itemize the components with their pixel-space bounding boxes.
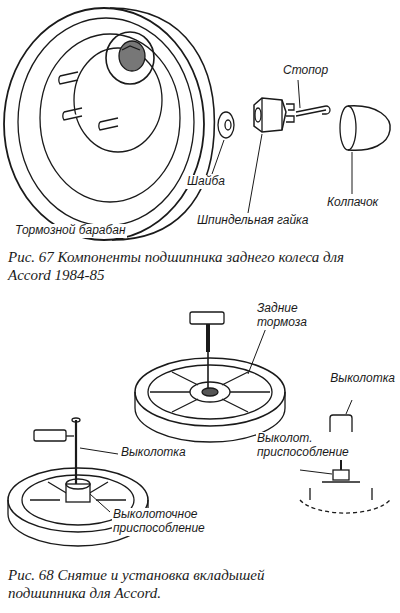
leader-line [212,80,352,213]
figure-caption: Рис. 67 Компоненты подшипника заднего ко… [8,248,348,284]
brake-drum [135,358,285,442]
drift-tool-inset [300,415,390,513]
part-label: Шайба [186,175,226,189]
hammer-drift [190,312,224,388]
spindle-nut [254,98,294,132]
hammer-drift [34,418,80,484]
part-label: Выколот. приспособление [256,432,354,460]
part-label: Стопор [282,64,329,78]
part-label: Тормозной барабан [14,224,127,238]
part-label: Выколотка [329,372,396,386]
part-label: Выколоточное приспособление [112,508,224,536]
washer [218,112,234,138]
part-label: Колпачок [326,196,379,210]
brake-drum [4,8,214,240]
part-label: Выколотка [120,446,187,460]
part-label: Задние тормоза [256,302,328,330]
cotter-pin [296,106,330,116]
wheel-stud [59,72,118,130]
grease-cap [340,106,390,150]
figure-caption: Рис. 68 Снятие и установка вкладышей под… [8,566,338,602]
part-label: Шпиндельная гайка [196,214,309,228]
